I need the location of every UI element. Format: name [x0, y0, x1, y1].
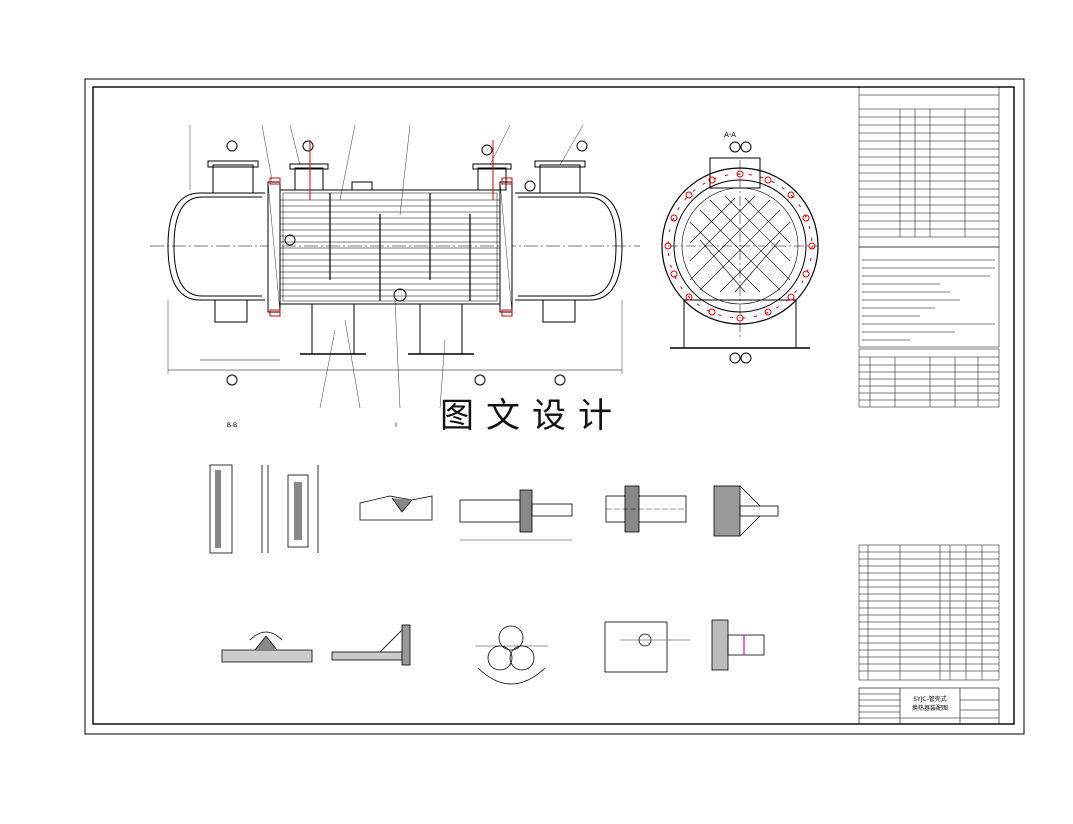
nozzle-table — [858, 348, 1000, 408]
section-label-a-a: A-A — [724, 131, 736, 139]
end-view-bolt-circle — [664, 170, 816, 322]
section-label-b-b: B-B — [227, 422, 237, 429]
elevation-flange-bolts — [269, 140, 513, 317]
tube-layout-grid — [689, 195, 791, 293]
detail-views-row-2 — [221, 619, 765, 685]
section-label-detail-i: I — [395, 422, 397, 429]
drawing-title-line-1: SYJC-管壳式 — [913, 695, 947, 703]
technical-requirements-notes — [858, 246, 1000, 348]
exchanger-elevation-view — [150, 124, 640, 409]
end-view-a-a: A-A — [661, 131, 819, 364]
inner-border — [92, 86, 1015, 725]
technical-characteristics-table — [858, 86, 1000, 248]
outer-border — [84, 78, 1025, 735]
title-block — [858, 687, 1000, 725]
tube-bundle — [280, 199, 500, 297]
watermark-text: 图文设计 — [440, 396, 624, 436]
bill-of-materials — [858, 544, 1000, 681]
drawing-title-line-2: 换热器装配图 — [912, 704, 948, 712]
detail-views-row-1: B-B I — [209, 422, 779, 554]
